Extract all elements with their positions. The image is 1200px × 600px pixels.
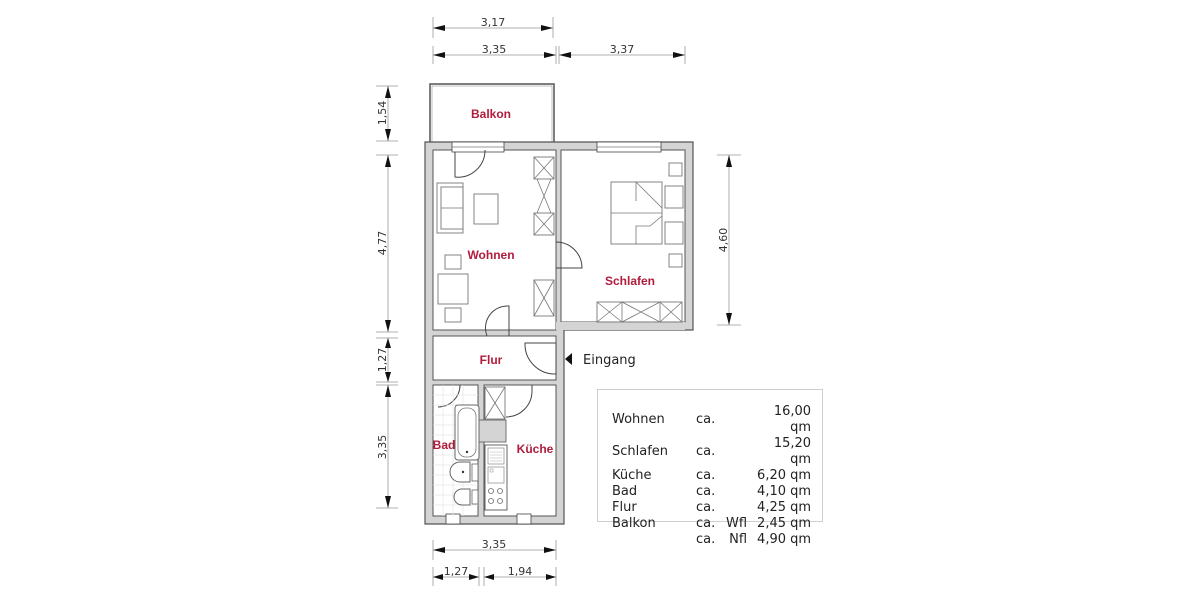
table-row: Wohnen ca. 16,00 qm	[612, 404, 811, 436]
area-value: 4,90 qm	[757, 532, 812, 547]
area-summary-table: Wohnen ca. 16,00 qm Schlafen ca. 15,20 q…	[597, 389, 823, 547]
area-value: 4,10 qm	[757, 484, 812, 499]
dim-label: 3,17	[481, 16, 506, 29]
dim-label: 1,27	[444, 565, 469, 578]
area-type	[726, 436, 751, 468]
approx-label: ca.	[696, 468, 716, 483]
dimension-bottom-left: 1,27	[432, 565, 480, 586]
room-label-bad: Bad	[433, 438, 456, 452]
schlafen-furniture	[596, 162, 684, 323]
table-row: Bad ca. 4,10 qm	[612, 484, 811, 500]
approx-label: ca.	[696, 532, 716, 547]
room-name: Flur	[612, 500, 637, 515]
area-type	[726, 500, 751, 516]
table-row: ca. Nfl 4,90 qm	[612, 532, 811, 548]
entrance-label: Eingang	[583, 353, 636, 368]
area-type	[726, 404, 751, 436]
dimension-left-wohnen: 4,77	[376, 154, 398, 333]
table-row: Flur ca. 4,25 qm	[612, 500, 811, 516]
area-type: Wfl	[726, 516, 748, 531]
room-label-kueche: Küche	[517, 442, 554, 456]
room-name: Balkon	[612, 516, 656, 531]
table-row: Balkon ca. Wfl 2,45 qm	[612, 516, 811, 532]
approx-label: ca.	[696, 444, 716, 459]
area-value: 4,25 qm	[757, 500, 812, 515]
dimension-top-left: 3,35	[432, 43, 557, 64]
area-value: 16,00 qm	[773, 404, 812, 435]
dimension-top-right: 3,37	[558, 43, 686, 64]
area-value: 15,20 qm	[773, 436, 812, 467]
dim-label: 3,35	[482, 538, 507, 551]
balcony	[429, 83, 555, 145]
dimension-right-schlafen: 4,60	[717, 154, 741, 326]
table-row: Küche ca. 6,20 qm	[612, 468, 811, 484]
dim-label: 3,35	[482, 43, 507, 56]
dimension-left-bad: 3,35	[376, 384, 398, 509]
dimension-top-overall: 3,17	[432, 16, 554, 38]
doors	[437, 149, 583, 418]
dim-label: 4,60	[717, 228, 730, 253]
approx-label: ca.	[696, 484, 716, 499]
entrance-marker: Eingang	[565, 353, 636, 368]
approx-label: ca.	[696, 516, 716, 531]
dimension-left-flur: 1,27	[376, 337, 398, 383]
room-name: Küche	[612, 468, 652, 483]
dim-label: 3,35	[376, 435, 389, 460]
dim-label: 1,27	[376, 348, 389, 373]
approx-label: ca.	[696, 412, 716, 427]
approx-label: ca.	[696, 500, 716, 515]
table-row: Schlafen ca. 15,20 qm	[612, 436, 811, 468]
wohnen-furniture	[436, 156, 555, 323]
area-value: 6,20 qm	[757, 468, 812, 483]
kueche-fixtures	[484, 386, 508, 511]
entrance-arrow-icon	[565, 353, 572, 365]
room-label-wohnen: Wohnen	[467, 248, 514, 262]
dim-label: 1,54	[376, 101, 389, 126]
area-type: Nfl	[729, 532, 748, 547]
room-label-flur: Flur	[480, 353, 503, 367]
area-type	[726, 484, 751, 500]
area-table: Wohnen ca. 16,00 qm Schlafen ca. 15,20 q…	[612, 404, 811, 548]
room-name: Schlafen	[612, 444, 669, 459]
windows	[445, 141, 662, 525]
walls	[424, 141, 694, 525]
room-label-schlafen: Schlafen	[605, 274, 655, 288]
dim-label: 3,37	[610, 43, 635, 56]
dimension-left-balkon: 1,54	[376, 85, 398, 142]
room-name: Bad	[612, 484, 638, 499]
room-label-balkon: Balkon	[471, 107, 511, 121]
bad-fixtures	[433, 385, 480, 516]
area-type	[726, 468, 751, 484]
dim-label: 4,77	[376, 231, 389, 256]
dimension-bottom-overall: 3,35	[432, 538, 557, 560]
dim-label: 1,94	[508, 565, 533, 578]
dimension-bottom-right: 1,94	[483, 565, 557, 586]
room-name: Wohnen	[612, 412, 665, 427]
room-name	[612, 532, 696, 548]
area-value: 2,45 qm	[757, 516, 812, 531]
